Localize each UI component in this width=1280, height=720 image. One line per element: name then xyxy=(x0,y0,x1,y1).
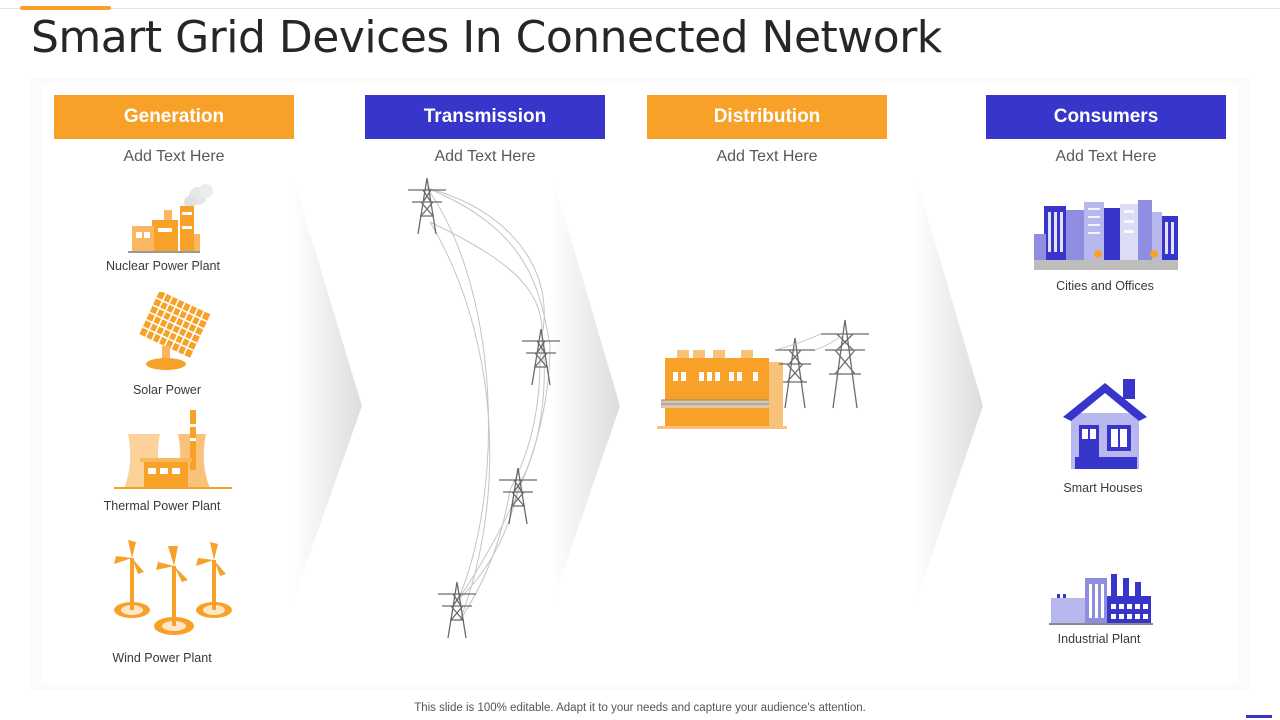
chevron-separator-2 xyxy=(552,174,620,604)
label-wind-power-plant: Wind Power Plant xyxy=(112,651,212,665)
subtext-transmission: Add Text Here xyxy=(434,148,536,165)
transmission-tower-icon xyxy=(408,177,446,235)
diagram-panel-inner xyxy=(42,84,1238,684)
corner-accent xyxy=(1246,715,1272,718)
label-nuclear-power-plant: Nuclear Power Plant xyxy=(106,259,220,273)
house-icon xyxy=(1063,379,1147,469)
header-distribution: Distribution xyxy=(647,95,887,139)
label-industrial-plant: Industrial Plant xyxy=(1057,632,1141,646)
header-consumers: Consumers xyxy=(986,95,1226,139)
subtext-consumers: Add Text Here xyxy=(1055,148,1157,165)
label-cities-and-offices: Cities and Offices xyxy=(1056,279,1154,293)
subtext-generation: Add Text Here xyxy=(123,148,225,165)
transmission-tower-icon xyxy=(438,581,476,639)
header-transmission: Transmission xyxy=(365,95,605,139)
top-accent-bar xyxy=(20,6,111,10)
transmission-lines-icon xyxy=(426,187,551,621)
wind-turbine-icon xyxy=(114,540,232,635)
thermal-plant-icon xyxy=(114,410,232,489)
transmission-tower-icon xyxy=(522,328,560,386)
label-thermal-power-plant: Thermal Power Plant xyxy=(103,499,221,513)
label-smart-houses: Smart Houses xyxy=(1063,481,1143,495)
top-rule xyxy=(0,8,1280,9)
factory-icon xyxy=(1049,574,1153,625)
nuclear-plant-icon xyxy=(128,184,213,253)
footer-note: This slide is 100% editable. Adapt it to… xyxy=(414,702,866,714)
slide-title: Smart Grid Devices In Connected Network xyxy=(31,12,942,63)
subtext-distribution: Add Text Here xyxy=(716,148,818,165)
chevron-separator-1 xyxy=(292,174,362,604)
substation-icon xyxy=(657,319,869,429)
chevron-separator-3 xyxy=(915,174,983,604)
transmission-tower-icon xyxy=(499,467,537,525)
solar-panel-icon xyxy=(139,292,211,370)
city-buildings-icon xyxy=(1034,200,1178,270)
header-generation: Generation xyxy=(54,95,294,139)
label-solar-power: Solar Power xyxy=(132,383,202,397)
